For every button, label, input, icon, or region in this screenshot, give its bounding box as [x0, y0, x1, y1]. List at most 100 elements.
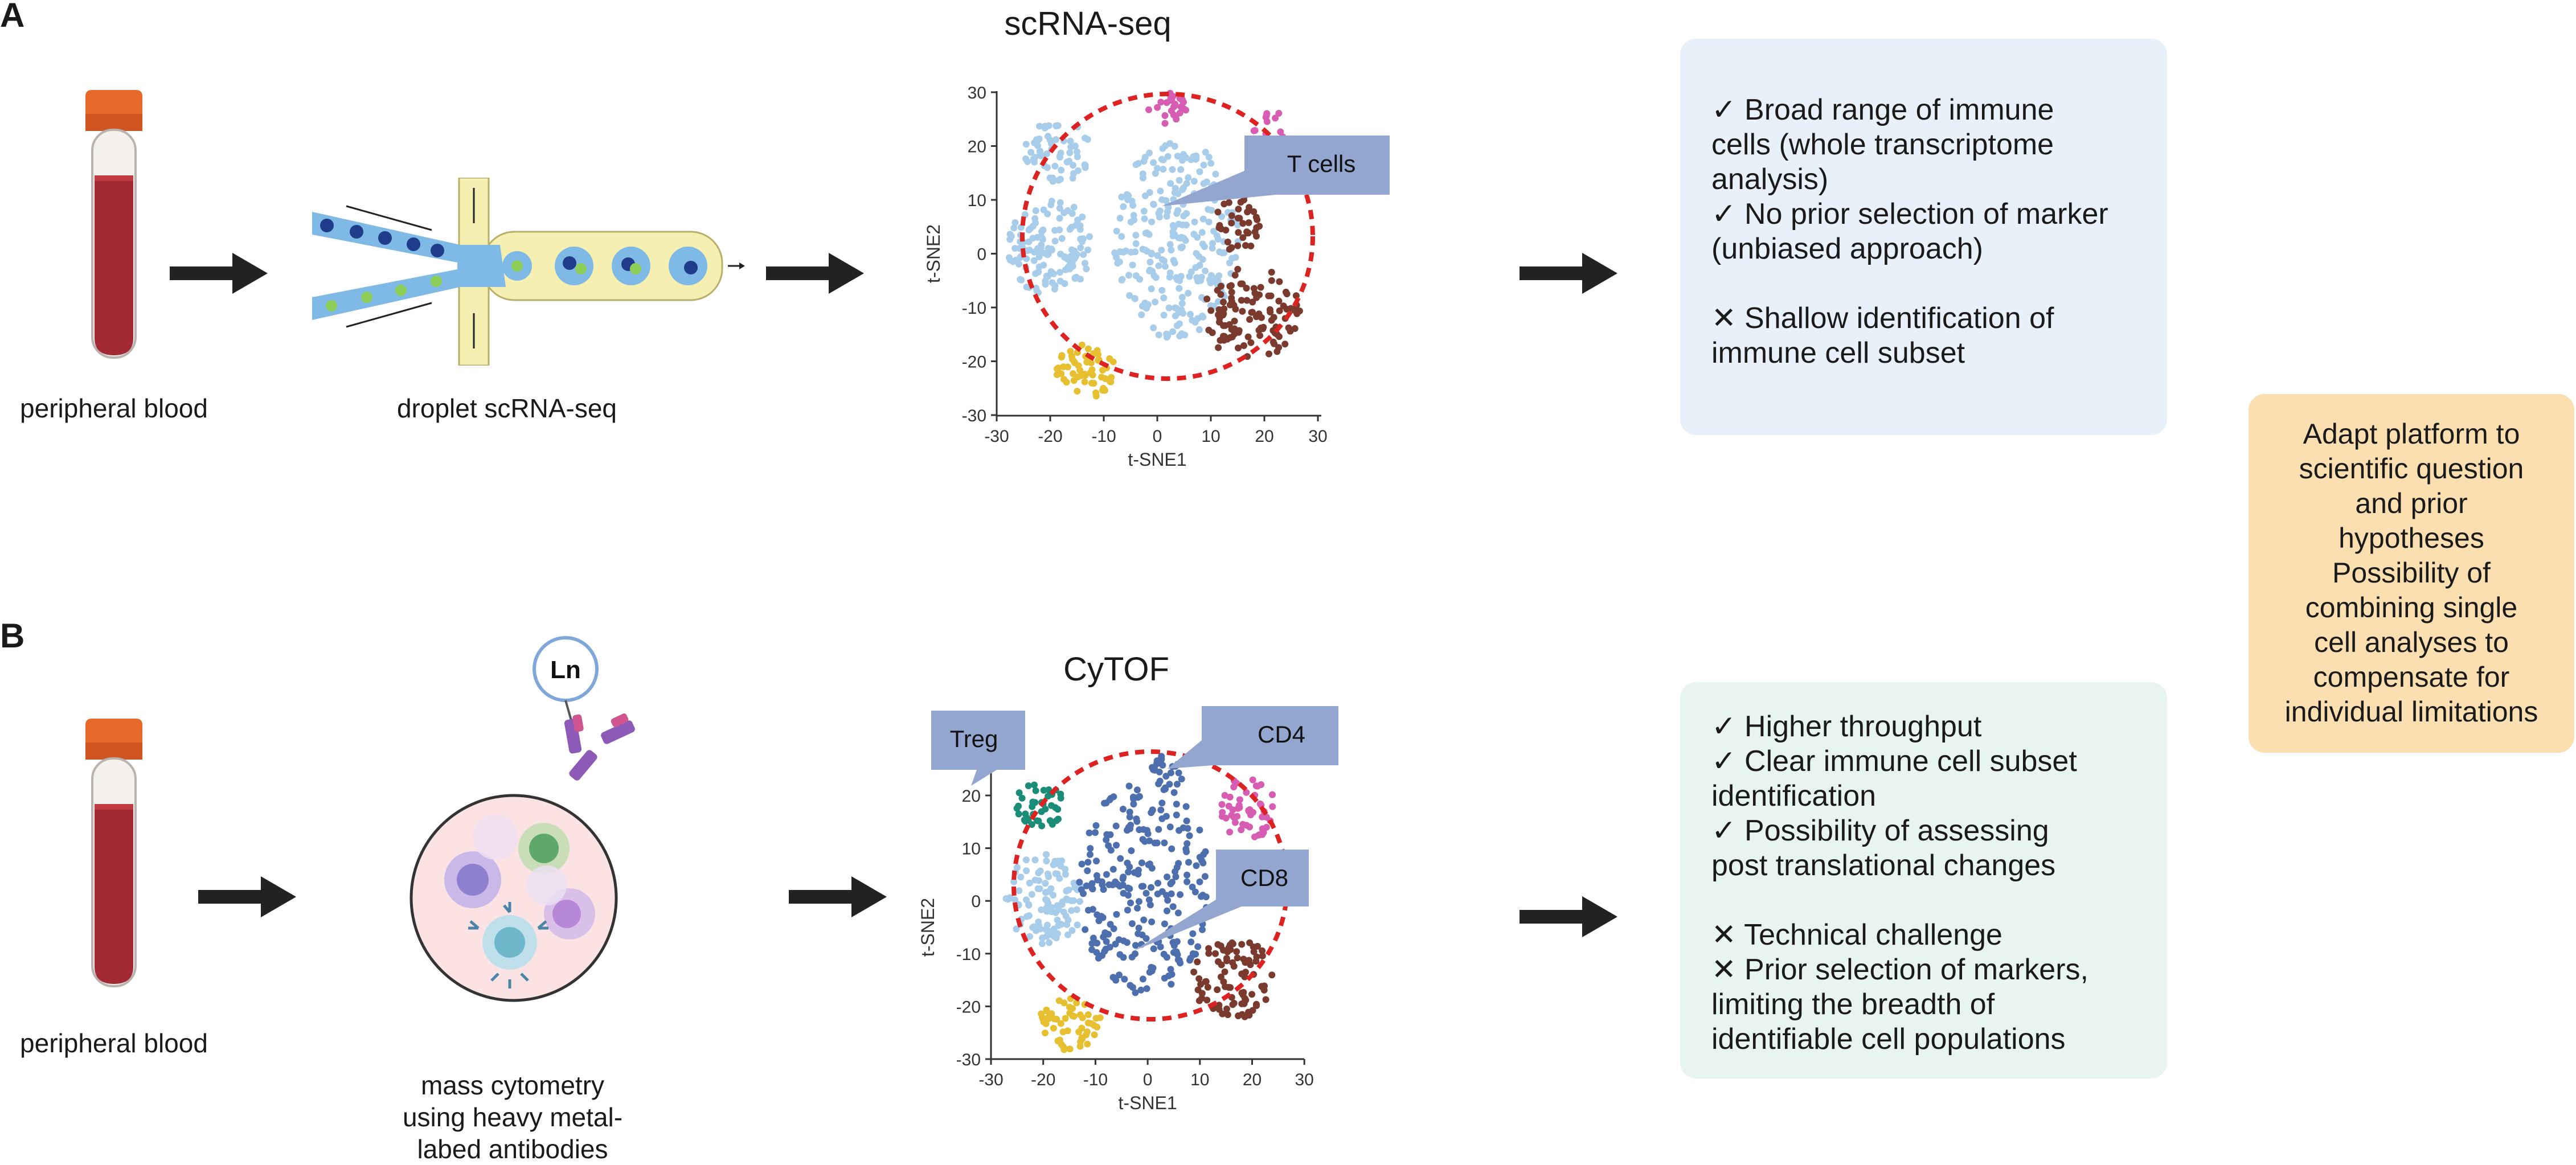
arrow-icon — [1520, 896, 1617, 937]
pink-point — [1222, 814, 1230, 822]
brown-point — [1248, 991, 1256, 998]
tcell-point — [1179, 157, 1186, 164]
treg-point — [1029, 798, 1037, 806]
tcell-point — [1043, 897, 1051, 904]
yellow-point — [1064, 363, 1071, 371]
tcell-point — [1060, 209, 1068, 216]
tcell-point — [1200, 161, 1207, 169]
brown-point — [1205, 945, 1213, 952]
brown-point — [1258, 314, 1265, 321]
brown-point — [1219, 333, 1227, 340]
yellow-point — [1064, 1027, 1071, 1035]
pink-point — [1259, 825, 1266, 832]
cd8-point — [1128, 920, 1136, 928]
tcell-point — [1030, 257, 1038, 264]
arrow-icon — [198, 876, 296, 917]
tcell-point — [1063, 158, 1071, 166]
yellow-point — [1060, 376, 1067, 383]
tcell-point — [1174, 207, 1182, 214]
cd8-point — [1158, 799, 1166, 807]
blood-tube-icon — [85, 719, 142, 987]
brown-point — [1250, 285, 1258, 292]
tcell-point — [1129, 261, 1136, 269]
tcell-point — [1196, 168, 1203, 175]
tcell-point — [1154, 252, 1161, 259]
tcell-point — [1215, 272, 1223, 280]
cd8-point — [1123, 939, 1131, 946]
cd8-point — [1174, 956, 1182, 963]
tcell-point — [1158, 286, 1166, 294]
pink-point — [1226, 793, 1234, 801]
tcell-point — [1067, 137, 1074, 145]
cd8-point — [1157, 806, 1165, 814]
tcell-point — [1125, 272, 1132, 279]
brown-point — [1202, 978, 1209, 985]
pink-point — [1250, 127, 1258, 134]
brown-point — [1230, 963, 1238, 970]
tcell-point — [1114, 260, 1121, 267]
cd8-point — [1093, 858, 1100, 865]
cd8-callout-label: CD8 — [1240, 864, 1288, 891]
brown-point — [1257, 325, 1264, 332]
pink-point — [1180, 99, 1187, 106]
yellow-point — [1067, 348, 1074, 355]
cd8-point — [1078, 886, 1085, 893]
cd8-point — [1202, 893, 1210, 901]
cd8-point — [1173, 781, 1181, 788]
tcell-point — [1169, 221, 1177, 229]
cd8-point — [1094, 940, 1101, 947]
info-line: post translational changes — [1711, 849, 2056, 882]
arrow-icon — [170, 253, 268, 294]
tcell-point — [1023, 284, 1030, 290]
tcell-point — [1046, 931, 1054, 938]
tcell-point — [1074, 153, 1081, 161]
tcell-point — [1195, 326, 1203, 333]
brown-point — [1218, 961, 1225, 969]
treg-point — [1032, 787, 1039, 794]
tcell-point — [1123, 191, 1131, 198]
brown-point — [1250, 208, 1258, 215]
tcell-point — [1128, 198, 1136, 205]
tcell-point — [1178, 306, 1185, 313]
droplet-chip-icon — [312, 178, 745, 366]
yellow-point — [1094, 347, 1101, 354]
tcell-point — [1076, 225, 1084, 233]
brown-point — [1234, 215, 1242, 222]
tcell-point — [1061, 253, 1068, 260]
cd8-point — [1112, 822, 1120, 830]
tcell-point — [1157, 187, 1164, 195]
tcell-point — [1190, 231, 1198, 238]
pink-point — [1226, 828, 1234, 836]
cd8-point — [1193, 862, 1200, 869]
cd8-point — [1095, 954, 1102, 962]
cd8-point — [1161, 920, 1168, 928]
pink-point — [1161, 112, 1169, 119]
tcell-point — [1068, 246, 1075, 253]
tcell-point — [1071, 884, 1079, 891]
cd8-point — [1132, 989, 1139, 996]
yellow-point — [1095, 356, 1101, 364]
brown-point — [1190, 969, 1198, 976]
pink-point — [1275, 110, 1283, 117]
cd8-point — [1173, 811, 1180, 819]
tcell-point — [1209, 244, 1216, 252]
cd8-point — [1183, 840, 1191, 847]
cd8-point — [1084, 867, 1091, 875]
tcell-point — [1068, 210, 1076, 217]
cd8-point — [1093, 872, 1100, 879]
cd8-point — [1127, 982, 1134, 989]
tcell-point — [1049, 178, 1056, 185]
tcell-point — [1031, 876, 1039, 884]
pink-point — [1236, 796, 1243, 803]
cd8-point — [1183, 817, 1190, 824]
yellow-point — [1074, 388, 1081, 395]
y-tick-label: -30 — [956, 1051, 981, 1069]
tcell-point — [1017, 873, 1025, 881]
brown-point — [1242, 996, 1250, 1004]
yellow-point — [1079, 1014, 1086, 1022]
tcell-point — [1010, 878, 1018, 885]
brown-point — [1251, 228, 1259, 236]
tcell-point — [1081, 134, 1088, 142]
